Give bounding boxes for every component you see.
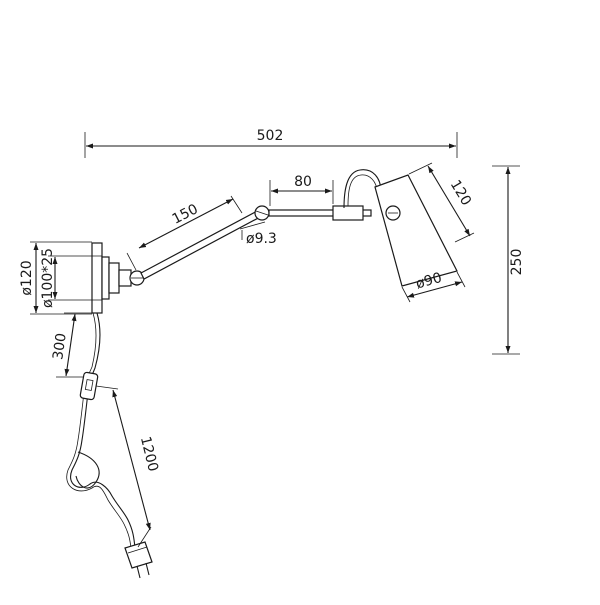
dim-overall-height: 250	[492, 165, 525, 355]
dim-o9-3-label: ø9.3	[246, 231, 277, 247]
wall-base	[91, 242, 145, 314]
power-plug	[124, 541, 153, 579]
dim-tube-diameter: ø9.3	[239, 221, 277, 247]
dim-overall-width: 502	[84, 128, 458, 158]
dim-shade-diameter: ø90	[401, 270, 466, 303]
inline-switch	[79, 371, 99, 401]
dim-base-diameter: ø120	[19, 241, 92, 315]
dim-300-label: 300	[50, 332, 70, 361]
arm-cable	[343, 169, 382, 209]
dim-upper-arm: 80	[269, 174, 334, 206]
dim-1200-label: 1200	[137, 435, 161, 473]
upper-arm	[268, 205, 372, 221]
lamp-shade	[374, 174, 458, 287]
power-cable	[66, 312, 136, 549]
dim-o120-label: ø120	[19, 260, 35, 295]
dim-cable-to-switch: 300	[50, 312, 92, 378]
dim-80-label: 80	[294, 174, 312, 190]
dim-o90-label: ø90	[414, 270, 444, 293]
dim-o100x25-label: ø100*25	[40, 248, 56, 308]
dim-base-plate: ø100*25	[40, 248, 102, 308]
dim-250-label: 250	[509, 249, 525, 276]
dim-502-label: 502	[257, 128, 284, 144]
dim-cable-length: 1200	[95, 385, 161, 548]
